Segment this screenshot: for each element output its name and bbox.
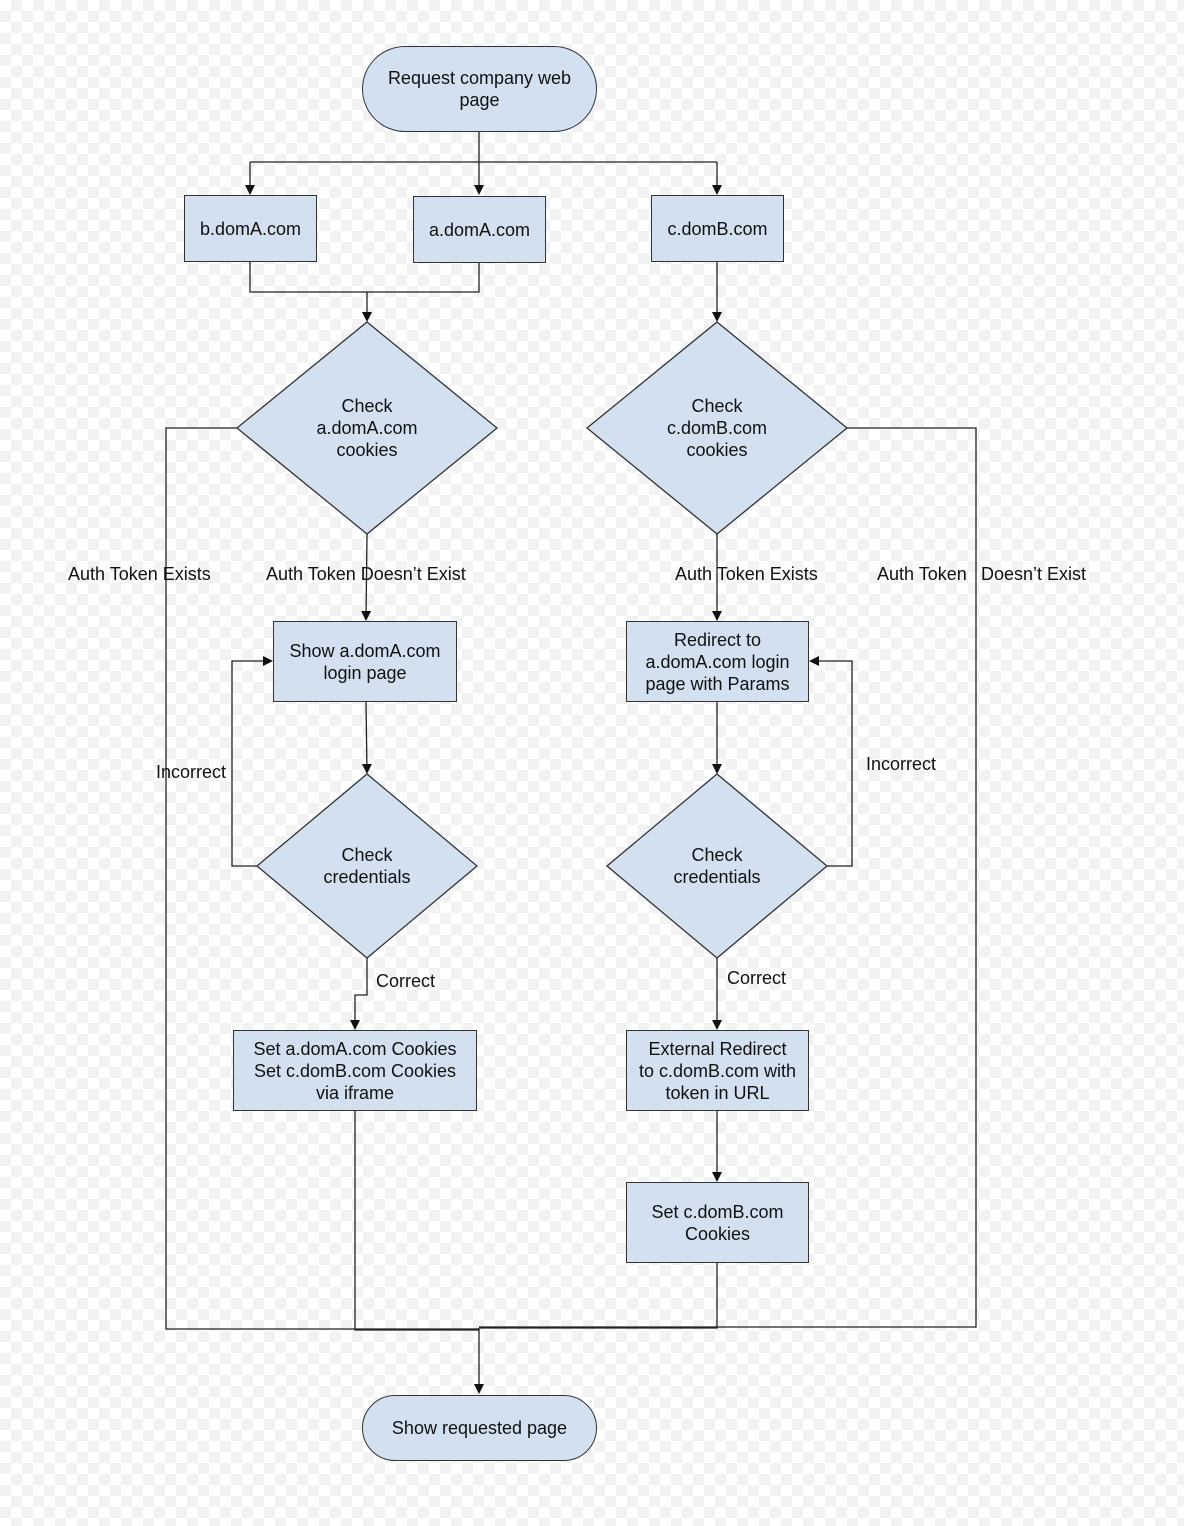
label-correct-left: Correct (376, 971, 436, 991)
arrow-to-show-a-login (361, 533, 372, 621)
check-cred-left-line-2: credentials (323, 867, 411, 887)
check-cred-right-line-2: credentials (673, 867, 761, 887)
check-c-cookies-line-3: cookies (686, 440, 748, 460)
redirect-a-login-box: Redirect to a.domA.com login page with P… (626, 621, 809, 702)
label-auth-exists-left: Auth Token Exists (68, 564, 211, 584)
show-a-login-line-1: Show a.domA.com (289, 640, 441, 661)
label-auth-exists-right: Auth Token Exists (675, 564, 818, 584)
connector-set-c-cookies-down (479, 1262, 718, 1329)
set-c-cookies-box: Set c.domB.com Cookies (626, 1182, 809, 1263)
arrow-to-check-cred-left (361, 701, 372, 774)
check-c-cookies-text: Check c.domB.com cookies (637, 378, 797, 478)
external-redirect-line-2: to c.domB.com with (638, 1060, 797, 1081)
check-c-cookies-line-2: c.domB.com (666, 418, 768, 438)
label-auth-not-exist-right-2: Doesn’t Exist (981, 564, 1087, 584)
c-domb-label: c.domB.com (667, 218, 768, 239)
check-cred-right-line-1: Check (691, 845, 743, 865)
end-node: Show requested page (362, 1395, 597, 1461)
connector-incorrect-left (231, 656, 273, 867)
a-doma-box: a.domA.com (413, 196, 546, 263)
check-a-cookies-line-3: cookies (336, 440, 398, 460)
set-cookies-left-line-2: Set c.domB.com Cookies (253, 1060, 457, 1081)
external-redirect-box: External Redirect to c.domB.com with tok… (626, 1030, 809, 1111)
set-c-cookies-line-1: Set c.domB.com (651, 1201, 784, 1222)
connector-incorrect-right (809, 656, 853, 867)
connector-set-cookies-left-down (354, 1110, 479, 1331)
set-cookies-left-line-1: Set a.domA.com Cookies (253, 1038, 457, 1059)
label-auth-not-exist-left: Auth Token Doesn’t Exist (266, 564, 466, 584)
start-node: Request company web page (362, 46, 597, 132)
label-incorrect-right: Incorrect (866, 754, 937, 774)
a-doma-label: a.domA.com (428, 219, 531, 240)
set-cookies-left-box: Set a.domA.com Cookies Set c.domB.com Co… (233, 1030, 477, 1111)
redirect-a-login-line-3: page with Params (645, 673, 790, 694)
check-cred-left-line-1: Check (341, 845, 393, 865)
b-doma-box: b.domA.com (184, 195, 317, 262)
b-doma-label: b.domA.com (199, 218, 302, 239)
external-redirect-line-3: token in URL (665, 1082, 770, 1103)
start-node-label: Request company web page (387, 68, 572, 110)
check-a-cookies-line-1: Check (341, 396, 393, 416)
show-a-login-line-2: login page (323, 662, 407, 683)
check-a-cookies-line-2: a.domA.com (316, 418, 418, 438)
label-correct-right: Correct (727, 968, 787, 988)
set-cookies-left-line-3: via iframe (315, 1082, 395, 1103)
show-a-login-box: Show a.domA.com login page (273, 621, 457, 702)
check-c-cookies-line-1: Check (691, 396, 743, 416)
connector-correct-left (350, 958, 368, 1030)
connector-auth-not-exist-right (479, 427, 977, 1328)
label-auth-not-exist-right-1: Auth Token (877, 564, 967, 584)
redirect-a-login-line-2: a.domA.com login (645, 651, 790, 672)
redirect-a-login-line-1: Redirect to (673, 629, 762, 650)
check-a-cookies-text: Check a.domA.com cookies (287, 378, 447, 478)
label-incorrect-left: Incorrect (156, 762, 227, 782)
set-c-cookies-line-2: Cookies (684, 1223, 750, 1244)
check-cred-left-text: Check credentials (297, 836, 437, 896)
external-redirect-line-1: External Redirect (648, 1038, 787, 1059)
check-cred-right-text: Check credentials (647, 836, 787, 896)
connector-auth-exists-left (165, 427, 479, 1330)
connector-b-doma-merge (249, 262, 480, 293)
c-domb-box: c.domB.com (651, 195, 784, 262)
end-node-label: Show requested page (391, 1418, 568, 1438)
